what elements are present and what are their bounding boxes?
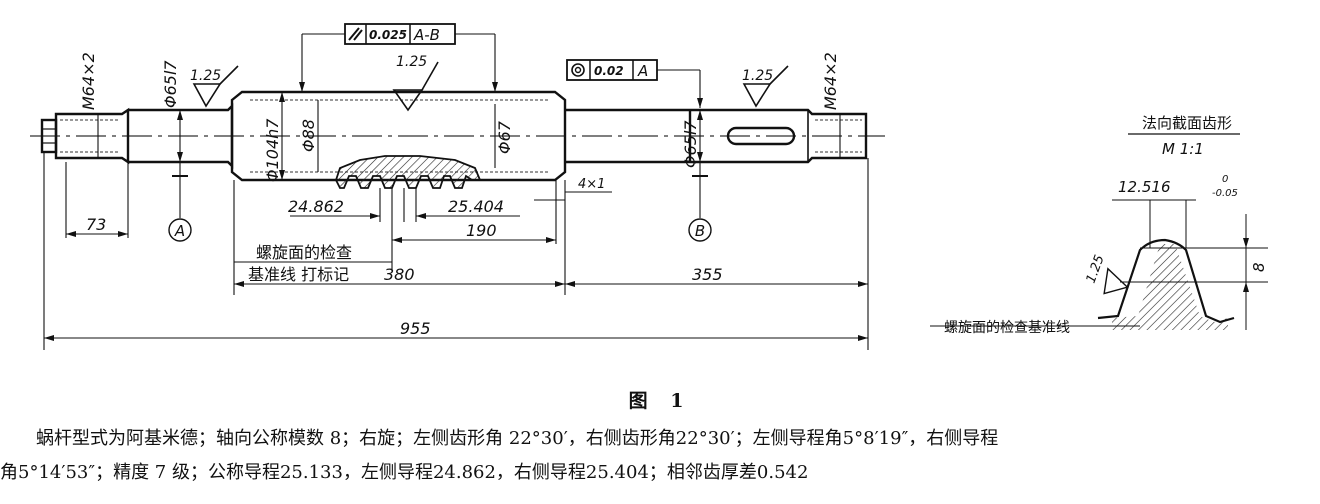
dim-355: 355: [692, 265, 723, 284]
description-line-2: 角5°14′53″；精度 7 级；公称导程25.133，左侧导程24.862，右…: [0, 462, 809, 483]
runout-datum-ref: A-B: [413, 26, 440, 44]
roughness-symbols: [192, 61, 789, 112]
journal-right-label: Φ65l7: [681, 120, 700, 168]
root-dia-label: Φ88: [299, 119, 318, 152]
worm-shaft-drawing: 0.025 A-B 0.02 A 1.25 1.25 1.25 A B M64×…: [30, 23, 1268, 350]
coaxiality-tolerance-value: 0.02: [594, 64, 624, 78]
figure-caption: 图 1: [628, 390, 692, 412]
section-dim: 12.516: [1118, 178, 1171, 196]
normal-section: 法向截面齿形 M 1:1 12.516 0 -0.05 8 1.25 螺旋面的检…: [930, 114, 1268, 336]
runout-icon: [348, 27, 363, 41]
roughness-label-center: 1.25: [396, 54, 427, 70]
check-note-line1: 螺旋面的检查: [256, 243, 352, 262]
dimension-lines: [43, 92, 869, 350]
section-height: 8: [1250, 262, 1268, 272]
tooth-section: [335, 155, 482, 189]
runout-tolerance-value: 0.025: [369, 28, 407, 42]
section-tol-upper: 0: [1222, 174, 1228, 185]
thread-lines: [60, 99, 862, 173]
dim-190: 190: [466, 221, 497, 240]
coaxiality-icon: [571, 63, 585, 77]
arrowheads: [44, 82, 868, 341]
dim-left-lead: 24.862: [288, 197, 344, 216]
roughness-label-left: 1.25: [190, 68, 221, 84]
dim-73: 73: [86, 215, 106, 234]
description-line-1: 蜗杆型式为阿基米德；轴向公称模数 8；右旋；左侧齿形角 22°30′，右侧齿形角…: [36, 428, 999, 449]
thread-right-label: M64×2: [821, 52, 840, 110]
thread-left-label: M64×2: [79, 52, 98, 110]
journal-left-label: Φ65l7: [161, 60, 180, 108]
section-roughness: 1.25: [1084, 253, 1108, 285]
check-note-line2: 基准线 打标记: [248, 265, 349, 284]
pitch-dia-label: Φ67: [495, 120, 514, 154]
dim-right-lead: 25.404: [448, 197, 504, 216]
datum-b-circle: [688, 218, 712, 242]
coaxiality-datum-ref: A: [637, 62, 648, 80]
dim-955: 955: [400, 319, 431, 338]
section-tol-lower: -0.05: [1212, 188, 1238, 199]
coaxiality-tolerance-frame: 0.02 A: [566, 59, 701, 108]
datum-a-circle: [168, 218, 192, 242]
datum-b-label: B: [695, 222, 705, 240]
dim-4x1: 4×1: [578, 177, 605, 192]
datum-a-label: A: [174, 222, 185, 240]
outer-dia-label: Φ104h7: [263, 118, 282, 182]
section-title: 法向截面齿形: [1142, 114, 1232, 132]
section-note: 螺旋面的检查基准线: [944, 319, 1070, 336]
dim-380: 380: [384, 265, 415, 284]
roughness-label-right: 1.25: [742, 68, 773, 84]
section-scale: M 1:1: [1162, 140, 1204, 158]
shaft-outline: [40, 90, 868, 182]
runout-tolerance-frame: 0.025 A-B: [301, 23, 496, 92]
